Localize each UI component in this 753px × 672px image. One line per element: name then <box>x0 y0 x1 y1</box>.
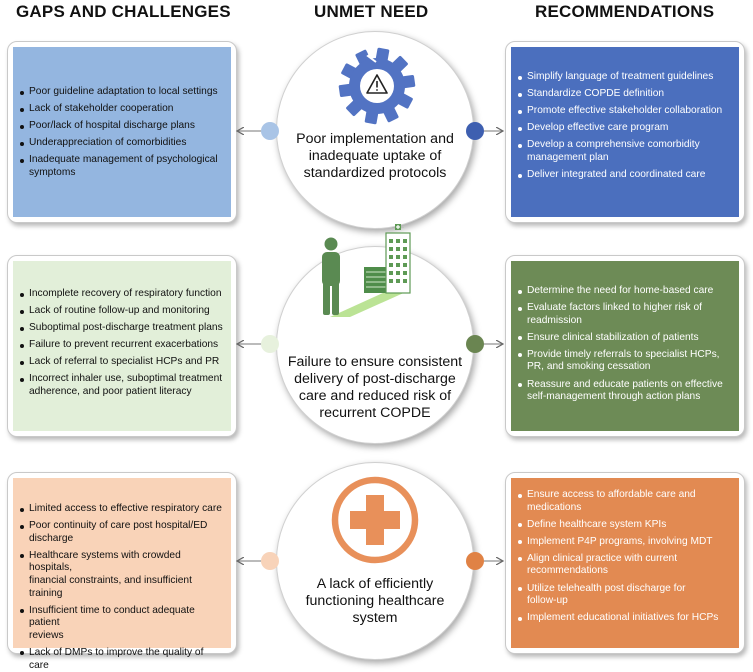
patient-hospital-icon <box>310 221 440 321</box>
connector-dot-right-1 <box>466 122 484 140</box>
connector-dot-left-3 <box>261 552 279 570</box>
medical-cross-icon <box>330 475 420 565</box>
gear-warning-icon <box>332 44 422 124</box>
connector-dot-right-2 <box>466 335 484 353</box>
connector-dot-right-3 <box>466 552 484 570</box>
connector-dot-left-1 <box>261 122 279 140</box>
connector-dot-left-2 <box>261 335 279 353</box>
